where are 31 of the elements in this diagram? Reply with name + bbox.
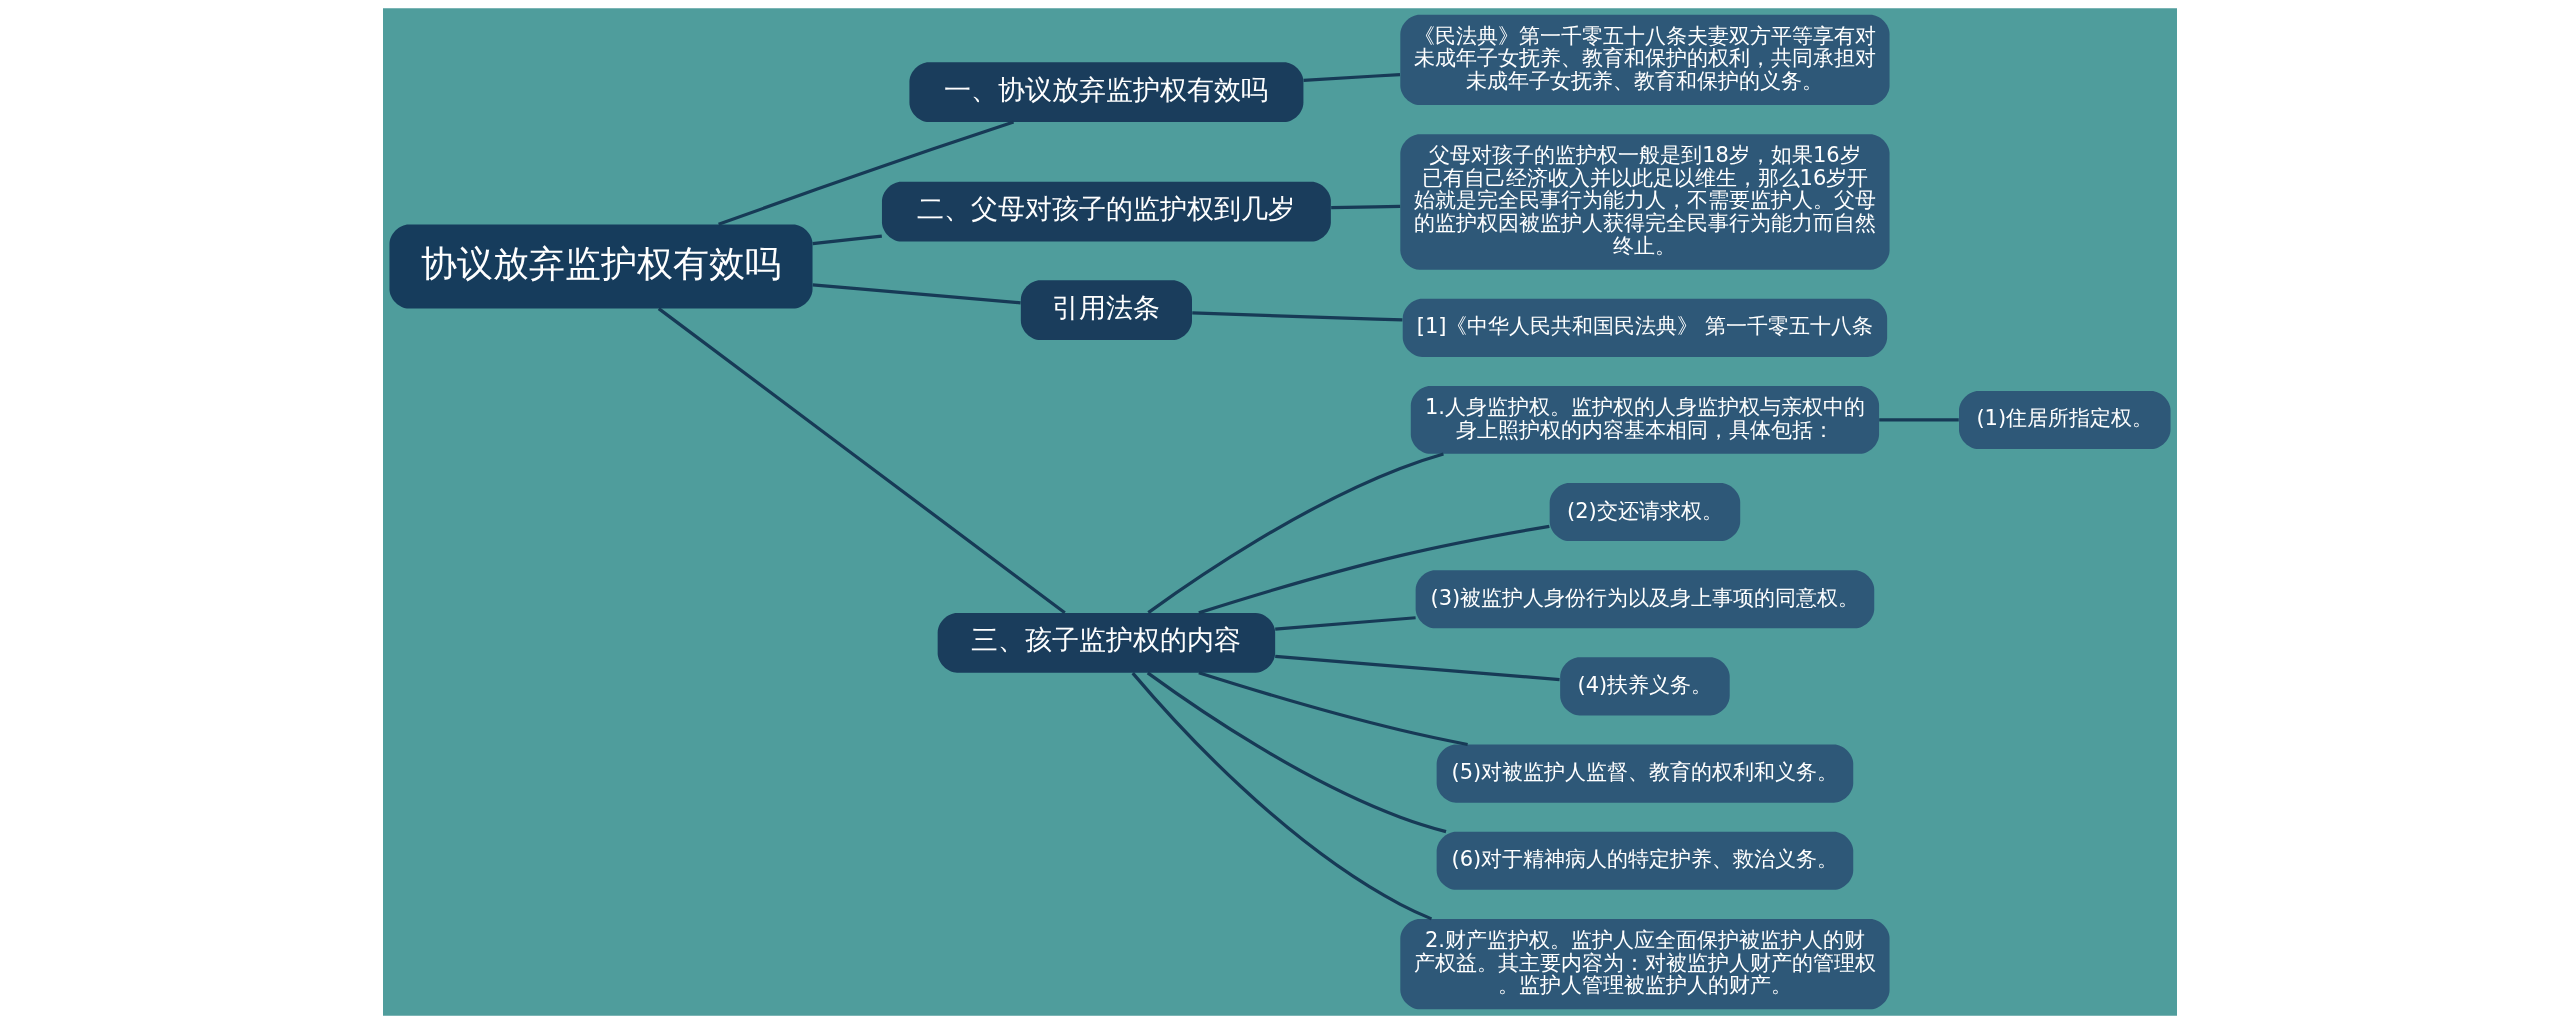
connector: [812, 234, 882, 246]
connector: [1198, 671, 1468, 747]
connector: [718, 120, 1015, 226]
connector: [1275, 654, 1560, 682]
connector: [1146, 671, 1447, 834]
node-box: 1.人身监护权。监护权的人身监护权与亲权中的身上照护权的内容基本相同，具体包括：: [1410, 386, 1880, 454]
node-box: 二、父母对孩子的监护权到几岁: [881, 181, 1331, 242]
node-box: (4)扶养义务。: [1560, 657, 1730, 716]
connector: [1331, 204, 1401, 210]
connector: [1131, 672, 1433, 921]
node-box: 《民法典》第一千零五十八条夫妻双方平等享有对未成年子女抚养、教育和保护的权利，共同承担对未成年子女抚养、教育和保护的义务。: [1400, 14, 1890, 106]
node-box: (5)对被监护人监督、教育的权利和义务。: [1436, 744, 1854, 803]
connector: [1198, 524, 1550, 615]
node-box: 引用法条: [1020, 280, 1192, 341]
node-box: 协议放弃监护权有效吗: [389, 224, 813, 309]
node-box: [1]《中华人民共和国民法典》 第一千零五十八条: [1402, 298, 1888, 357]
connector: [1879, 418, 1959, 422]
node-box: 三、孩子监护权的内容: [937, 612, 1276, 673]
node-box: (1)住居所指定权。: [1959, 390, 2171, 449]
node-box: 父母对孩子的监护权一般是到18岁，如果16岁已有自己经济收入并以此足以维生，那么16岁开始就是完全民事行为能力人，不需要监护人。父母的监护权因被监护人获得完全民事行为能力而自然终止。: [1400, 134, 1890, 270]
node-box: (2)交还请求权。: [1549, 482, 1741, 542]
connector: [657, 307, 1066, 615]
node-box: (3)被监护人身份行为以及身上事项的同意权。: [1415, 570, 1875, 629]
connector: [1147, 452, 1444, 614]
node-box: 一、协议放弃监护权有效吗: [909, 62, 1304, 123]
node-box: (6)对于精神病人的特定护养、救治义务。: [1436, 831, 1854, 890]
connector: [812, 283, 1021, 305]
connector: [1303, 72, 1401, 82]
connector: [1275, 616, 1416, 631]
connector: [1192, 311, 1403, 322]
node-box: 2.财产监护权。监护人应全面保护被监护人的财产权益。其主要内容为：对被监护人财产的管理权。监护人管理被监护人的财产。: [1400, 918, 1890, 1010]
